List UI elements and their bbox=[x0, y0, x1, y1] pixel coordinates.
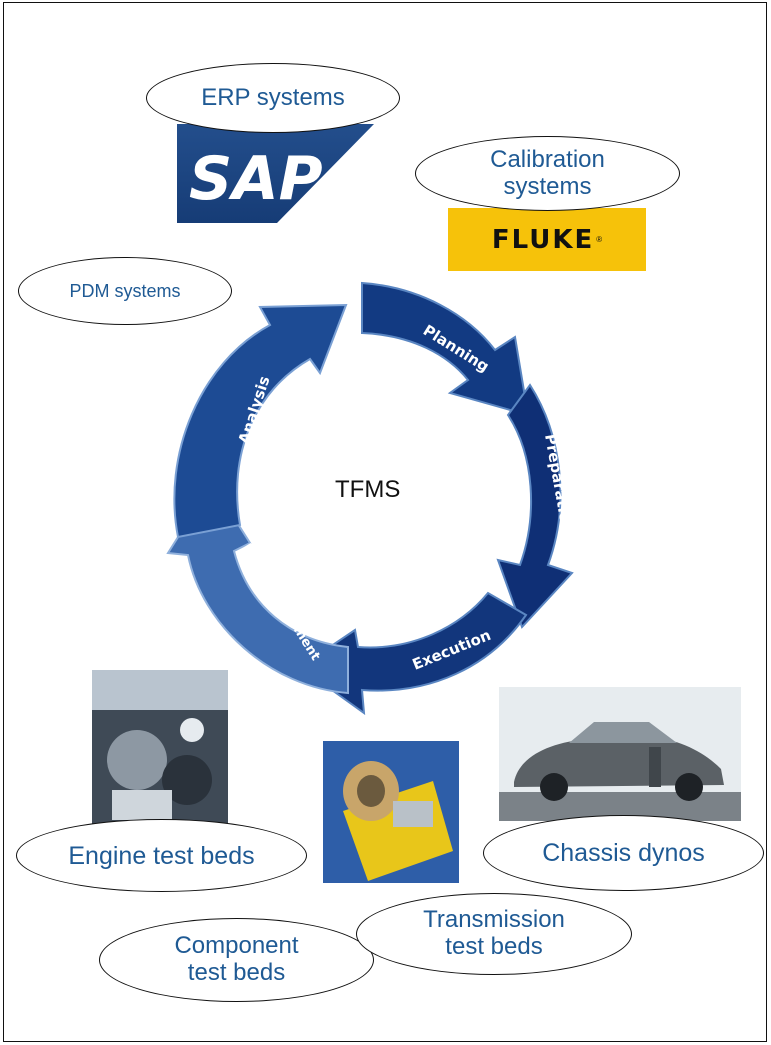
erp-systems-label: ERP systems bbox=[201, 83, 345, 111]
sap-logo-text: SAP bbox=[189, 144, 323, 214]
transmission-label-line1: Transmission bbox=[423, 906, 565, 934]
engine-test-beds-oval: Engine test beds bbox=[16, 819, 307, 892]
transmission-test-beds-oval: Transmission test beds bbox=[356, 893, 632, 975]
transmission-photo bbox=[323, 741, 459, 883]
engine-test-beds-label: Engine test beds bbox=[68, 841, 255, 870]
calibration-systems-oval: Calibration systems bbox=[415, 136, 680, 211]
tfms-cycle-diagram: Planning Preparation Execution Data Mana… bbox=[166, 281, 576, 715]
transmission-label-line2: test beds bbox=[445, 933, 543, 960]
analysis-arrow bbox=[173, 303, 348, 539]
calibration-label-line2: systems bbox=[503, 172, 592, 200]
erp-systems-oval: ERP systems bbox=[146, 63, 400, 133]
component-label-line2: test beds bbox=[187, 959, 286, 986]
chassis-dynos-label: Chassis dynos bbox=[542, 839, 705, 867]
fluke-logo-text: FLUKE bbox=[491, 224, 595, 255]
car-on-dyno-photo bbox=[499, 687, 741, 821]
component-label-line1: Component bbox=[174, 932, 299, 960]
diagram-frame bbox=[3, 2, 767, 1042]
pdm-systems-oval: PDM systems bbox=[18, 257, 232, 325]
pdm-systems-label: PDM systems bbox=[69, 280, 181, 301]
component-test-beds-oval: Component test beds bbox=[99, 918, 374, 1002]
sap-logo: SAP bbox=[177, 124, 374, 223]
center-label: TFMS bbox=[335, 476, 401, 503]
preparation-arrow bbox=[496, 383, 574, 629]
fluke-logo: FLUKE® bbox=[448, 208, 646, 271]
engine-photo bbox=[92, 670, 228, 830]
chassis-dynos-oval: Chassis dynos bbox=[483, 815, 764, 891]
calibration-label-line1: Calibration bbox=[490, 145, 605, 173]
